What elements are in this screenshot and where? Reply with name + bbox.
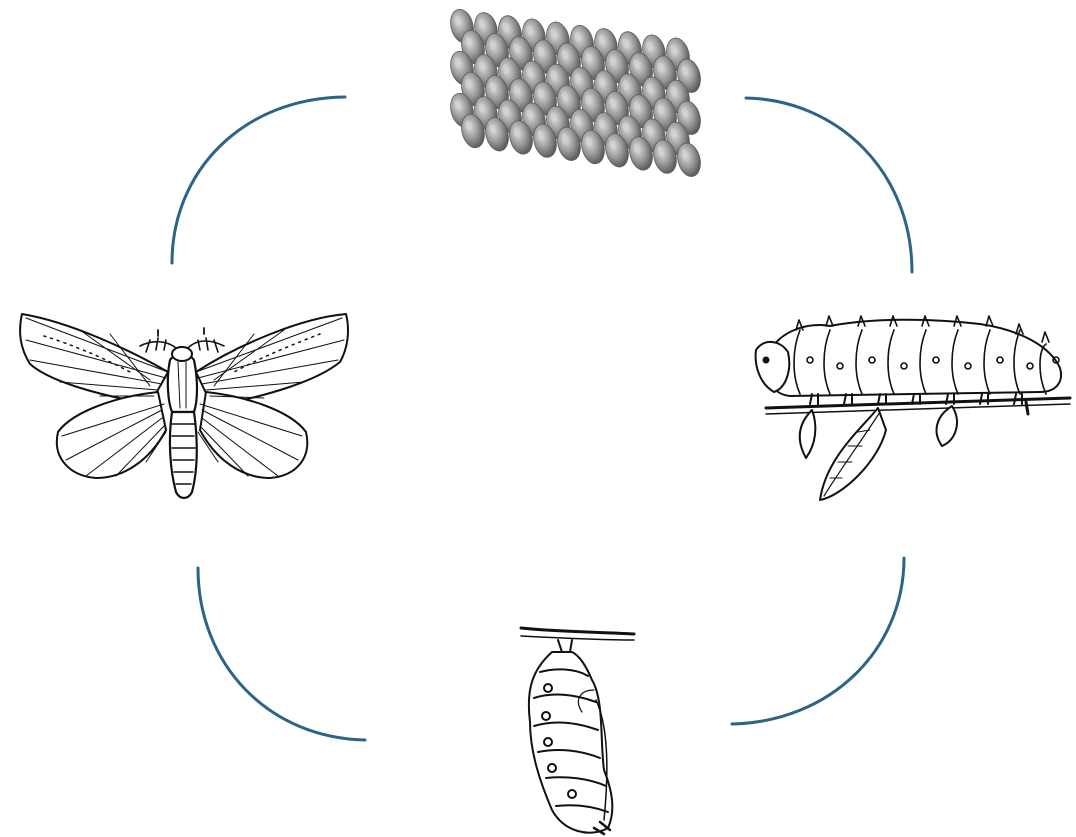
left-hindwing (57, 392, 166, 478)
arc-eggs-to-larva (746, 98, 912, 272)
right-forewing (196, 314, 348, 406)
left-forewing (20, 314, 168, 404)
hanging-twig (521, 628, 634, 634)
bud (1026, 402, 1028, 414)
leaf-right (937, 406, 957, 446)
chrysalis-icon (521, 628, 634, 834)
cremaster (558, 640, 572, 652)
moth-abdomen (170, 412, 197, 498)
left-antenna (140, 338, 176, 352)
arc-larva-to-pupa (732, 558, 904, 724)
tubercle (986, 316, 993, 326)
moth-head (172, 347, 192, 361)
leaf-left (800, 410, 816, 458)
proleg (980, 394, 988, 404)
tubercle (1042, 332, 1049, 342)
arc-pupa-to-adult (198, 568, 365, 740)
caterpillar-head (756, 342, 790, 392)
right-hindwing (200, 392, 307, 478)
egg-cluster-icon (447, 7, 704, 179)
moth-thorax (168, 354, 197, 412)
moth-icon (20, 314, 348, 498)
arc-adult-to-eggs (172, 97, 345, 263)
caterpillar-icon (756, 316, 1070, 500)
tubercle (826, 316, 833, 326)
right-antenna (188, 338, 224, 352)
